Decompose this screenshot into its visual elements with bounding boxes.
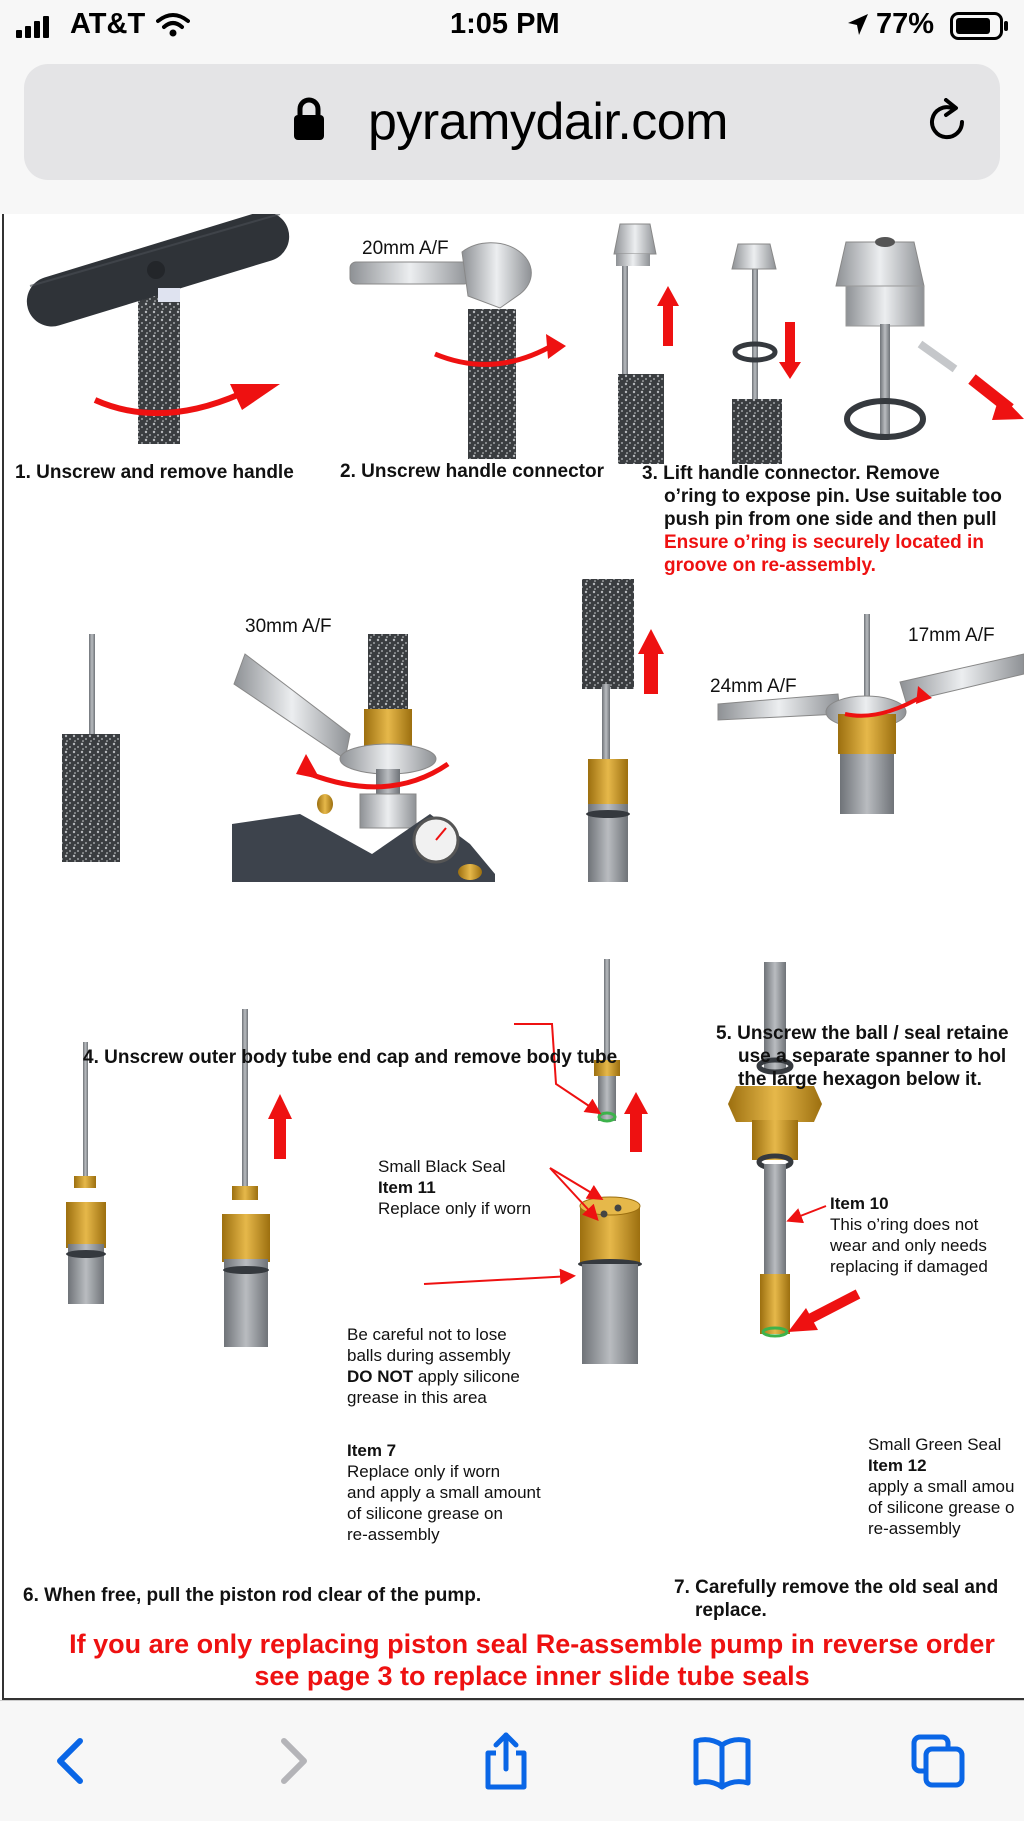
do-not-emphasis: DO NOT xyxy=(347,1367,414,1386)
step1-illustration xyxy=(26,214,290,444)
step4-wrench-size: 30mm A/F xyxy=(245,616,332,637)
item10-label-line4: replacing if damaged xyxy=(830,1257,988,1276)
item12-label-line2: Item 12 xyxy=(868,1456,927,1475)
balls-note-line3: DO NOT apply silicone xyxy=(347,1366,520,1387)
lock-icon xyxy=(294,97,324,140)
signal-icon xyxy=(16,16,49,38)
item7-label-line1: Item 7 xyxy=(347,1441,397,1460)
step7-caption-line2: replace. xyxy=(695,1600,767,1621)
step3-warning-line2: groove on re-assembly. xyxy=(664,555,876,576)
step4-pump-illustration xyxy=(232,634,495,882)
bookmarks-icon[interactable] xyxy=(692,1731,752,1791)
step5-caption-line3: the large hexagon below it. xyxy=(738,1069,982,1090)
seal11-label-line2: Item 11 xyxy=(378,1178,436,1197)
balls-note-line4: grease in this area xyxy=(347,1388,487,1407)
item10-label-line3: wear and only needs xyxy=(830,1236,987,1255)
item7-label-line4: of silicone grease on xyxy=(347,1504,503,1523)
share-icon[interactable] xyxy=(476,1731,536,1791)
step3-warning-line1: Ensure o’ring is securely located in xyxy=(664,532,984,553)
footer-warning-line1: If you are only replacing piston seal Re… xyxy=(69,1629,995,1659)
item7-label-line2: Replace only if worn xyxy=(347,1462,501,1481)
step3-caption-line3: push pin from one side and then pull xyxy=(664,509,997,530)
step6-illustration xyxy=(66,1009,292,1347)
step3-caption-line2: o’ring to expose pin. Use suitable too xyxy=(664,486,1002,507)
item7-label-line5: re-assembly xyxy=(347,1525,440,1544)
instruction-illustrations xyxy=(26,214,1024,1364)
seal11-label-line3: Replace only if worn xyxy=(378,1199,532,1218)
footer-warning-line2: see page 3 to replace inner slide tube s… xyxy=(254,1661,810,1691)
seal11-label-line1: Small Black Seal xyxy=(378,1157,506,1176)
forward-icon[interactable] xyxy=(262,1731,322,1791)
battery-icon xyxy=(950,12,1008,40)
browser-url-area: pyramydair.com xyxy=(0,54,1024,215)
step7-rod-illustration xyxy=(728,962,861,1338)
step2-illustration xyxy=(349,242,566,459)
location-arrow-icon xyxy=(848,14,868,35)
step5-wrench-size-24: 24mm A/F xyxy=(710,676,797,697)
step3-illustration xyxy=(613,223,1024,464)
item12-label-line3: apply a small amou xyxy=(868,1477,1015,1496)
wifi-icon xyxy=(156,13,190,37)
document-frame xyxy=(2,214,1024,1700)
clock: 1:05 PM xyxy=(450,8,560,40)
back-icon[interactable] xyxy=(42,1731,102,1791)
step4-rod-illustration xyxy=(62,634,120,862)
address-bar[interactable]: pyramydair.com xyxy=(24,64,1000,180)
battery-percent: 77% xyxy=(876,8,935,40)
balls-note-line2: balls during assembly xyxy=(347,1346,511,1365)
step5-caption-line2: use a separate spanner to hol xyxy=(738,1046,1007,1067)
step5-caption-line1: 5. Unscrew the ball / seal retaine xyxy=(716,1023,1009,1044)
page-content: 1. Unscrew and remove handle 2. Unscrew … xyxy=(0,214,1024,1700)
step2-wrench-size: 20mm A/F xyxy=(362,238,449,259)
url-text: pyramydair.com xyxy=(368,93,729,151)
item7-label-line3: and apply a small amount xyxy=(347,1483,541,1502)
step5-illustration xyxy=(717,614,1024,814)
reload-icon[interactable] xyxy=(926,98,970,144)
step7-caption-line1: 7. Carefully remove the old seal and xyxy=(674,1577,999,1598)
item12-label-line1: Small Green Seal xyxy=(868,1435,1002,1454)
balls-note-line3-rest: apply silicone xyxy=(413,1367,520,1386)
carrier-label: AT&T xyxy=(70,8,146,40)
item12-label-line4: of silicone grease o xyxy=(868,1498,1015,1517)
status-bar: AT&T 1:05 PM 77% xyxy=(0,0,1024,54)
step4-lift-illustration xyxy=(582,579,664,882)
step2-caption: 2. Unscrew handle connector xyxy=(340,461,604,482)
browser-toolbar xyxy=(0,1700,1024,1821)
item12-label-line5: re-assembly xyxy=(868,1519,961,1538)
balls-note-line1: Be careful not to lose xyxy=(347,1325,507,1344)
step5-wrench-size-17: 17mm A/F xyxy=(908,625,995,646)
step1-caption: 1. Unscrew and remove handle xyxy=(15,462,294,483)
step4-caption: 4. Unscrew outer body tube end cap and r… xyxy=(83,1047,618,1068)
item10-label-line1: Item 10 xyxy=(830,1194,889,1213)
item10-label-line2: This o’ring does not xyxy=(830,1215,979,1234)
step6-caption: 6. When free, pull the piston rod clear … xyxy=(23,1585,482,1606)
step3-caption-line1: 3. Lift handle connector. Remove xyxy=(642,463,940,484)
step7-seal-illustration xyxy=(423,959,648,1364)
tabs-icon[interactable] xyxy=(908,1731,968,1791)
